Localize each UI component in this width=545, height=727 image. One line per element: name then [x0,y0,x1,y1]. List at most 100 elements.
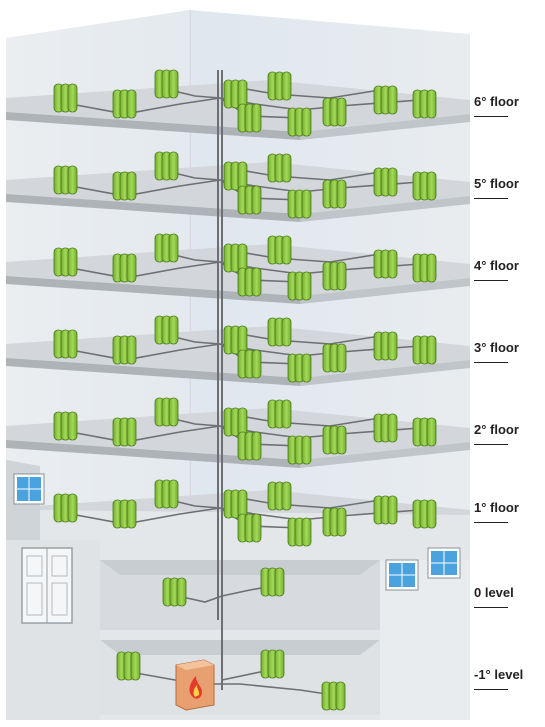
radiator-icon [223,407,248,437]
window-icon [385,559,419,591]
radiator-icon [322,97,347,127]
radiator-icon [237,267,262,297]
radiator-icon [412,335,437,365]
radiator-icon [260,649,285,679]
slab-edge [300,114,470,140]
radiator-icon [53,247,78,277]
radiator-icon [112,335,137,365]
radiator-icon [53,165,78,195]
floor-label-minus-1: -1° level [474,667,524,682]
floor-rule [474,607,508,608]
radiator-icon [412,253,437,283]
window-icon [13,473,45,505]
radiator-icon [322,179,347,209]
floor-label-6: 6° floor [474,94,519,109]
radiator-icon [287,107,312,137]
radiator-icon [322,507,347,537]
floor-label-4: 4° floor [474,258,519,273]
radiator-icon [321,681,346,711]
floor-rule [474,362,508,363]
floor-label-3: 3° floor [474,340,519,355]
slab-edge [6,440,300,468]
pipe [239,333,381,345]
radiator-icon [373,249,398,279]
radiator-icon [223,161,248,191]
radiator-icon [267,317,292,347]
floor-rule [474,522,508,523]
slab-edge [6,276,300,304]
radiator-icon [116,651,141,681]
radiator-icon [154,151,179,181]
radiator-icon [267,235,292,265]
radiator-icon [373,167,398,197]
door-icon [21,547,73,624]
floor-label-5: 5° floor [474,176,519,191]
pipe [177,585,273,603]
floor-rule [474,689,508,690]
pipe [239,87,381,99]
radiator-icon [287,353,312,383]
radiator-icon [154,69,179,99]
radiator-icon [237,349,262,379]
radiator-icon [412,417,437,447]
radiator-icon [112,171,137,201]
radiator-icon [223,325,248,355]
window-icon [427,547,461,579]
boiler-icon [175,659,215,711]
radiator-icon [53,493,78,523]
radiator-icon [267,71,292,101]
radiator-icon [154,397,179,427]
radiator-icon [237,185,262,215]
radiator-icon [373,85,398,115]
slab-edge [300,360,470,386]
floor-rule [474,280,508,281]
floor-label-2: 2° floor [474,422,519,437]
radiator-icon [53,83,78,113]
radiator-icon [267,399,292,429]
floor-rule [474,198,508,199]
radiator-icon [412,171,437,201]
floor-label-1: 1° floor [474,500,519,515]
radiator-icon [322,425,347,455]
flame-icon [189,676,202,699]
radiator-icon [237,103,262,133]
radiator-icon [154,233,179,263]
slab-edge [300,442,470,468]
pipe [239,497,381,509]
radiator-icon [373,413,398,443]
radiator-icon [267,153,292,183]
radiator-icon [287,435,312,465]
radiator-icon [322,261,347,291]
pipe [239,251,381,263]
radiator-icon [53,411,78,441]
radiator-icon [287,271,312,301]
floor-rule [474,116,508,117]
radiator-icon [154,315,179,345]
pipe [239,415,381,427]
radiator-icon [112,499,137,529]
radiator-icon [412,499,437,529]
radiator-icon [237,431,262,461]
radiator-icon [373,331,398,361]
radiator-icon [162,577,187,607]
radiator-icon [223,489,248,519]
radiator-icon [373,495,398,525]
slab-edge [300,196,470,222]
radiator-icon [267,481,292,511]
slab-edge [6,358,300,386]
radiator-icon [112,417,137,447]
radiator-icon [53,329,78,359]
radiator-icon [322,343,347,373]
radiators [53,69,437,711]
pipe [129,671,341,697]
radiator-icon [112,253,137,283]
radiator-icon [287,517,312,547]
pipe [239,169,381,181]
radiator-icon [112,89,137,119]
radiator-icon [260,567,285,597]
radiator-icon [223,243,248,273]
slab-edge [300,278,470,304]
radiator-icon [154,479,179,509]
slab-edge [6,194,300,222]
